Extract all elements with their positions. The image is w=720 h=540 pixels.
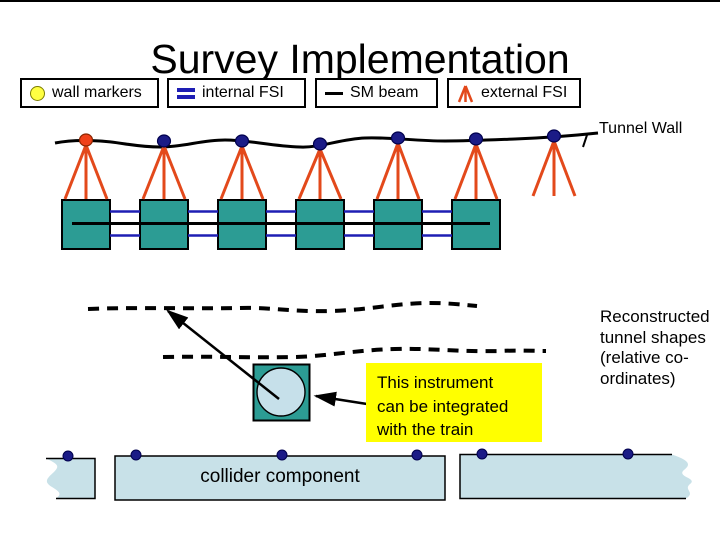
legend-internal-fsi: internal FSI	[167, 78, 306, 108]
collider-segment-right-border	[459, 453, 686, 500]
tunnel-wall-tick	[582, 134, 588, 148]
collider-segment-left-fill	[46, 458, 95, 499]
tunnel-wall-line	[54, 131, 599, 149]
external-fsi-tripod-leg	[141, 145, 166, 200]
external-fsi-tripod-leg	[63, 144, 88, 200]
reconstructed-shape-upper	[87, 300, 478, 314]
collider-component-label: collider component	[200, 466, 360, 487]
external-fsi-tripod-leg	[219, 145, 244, 200]
collider-segment-middle	[114, 455, 446, 501]
legend-sm-beam: SM beam	[315, 78, 438, 108]
wall-marker	[312, 137, 328, 151]
collider-marker-dot	[622, 448, 634, 460]
external-fsi-tripod-leg	[240, 145, 265, 200]
external-fsi-tripod-leg	[396, 142, 421, 200]
external-fsi-tripod-leg	[474, 143, 499, 200]
arrow-instrument-to-shape	[166, 309, 280, 400]
page-title: Survey Implementation	[150, 36, 570, 82]
reconstructed-note: Reconstructed tunnel shapes (relative co…	[600, 307, 710, 389]
callout-line: can be integrated	[377, 396, 509, 416]
wall-marker	[390, 131, 406, 145]
external-fsi-tripod-leg	[552, 140, 577, 197]
legend-wall-markers: wall markers	[20, 78, 159, 108]
reconstructed-note-line: ordinates)	[600, 368, 676, 388]
reconstructed-shape-lower	[162, 346, 547, 360]
collider-segment-right-fill	[460, 454, 692, 499]
instrument-callout: This instrument can be integrated with t…	[366, 363, 542, 442]
wall-marker	[468, 132, 484, 146]
external-fsi-tripod-leg	[375, 142, 400, 200]
callout-line: This instrument	[377, 373, 494, 392]
collider-marker-dot	[411, 449, 423, 461]
external-fsi-tripod-leg	[318, 148, 343, 200]
integrated-instrument-lens	[256, 367, 306, 417]
legend-label: external FSI	[481, 84, 568, 101]
legend-label: SM beam	[350, 84, 419, 101]
reconstructed-note-line: (relative co-	[600, 348, 689, 367]
arrow-callout-to-instrument	[313, 391, 368, 407]
wall-marker	[234, 134, 250, 148]
external-fsi-tripod-leg	[162, 145, 187, 200]
external-fsi-tripod-leg	[297, 148, 322, 200]
wall-marker-red	[78, 133, 94, 147]
wall-marker	[156, 134, 172, 148]
wall-marker-icon	[30, 85, 45, 101]
sm-beam-icon	[325, 91, 343, 95]
tunnel-wall-label: Tunnel Wall	[599, 120, 683, 137]
external-fsi-tripod-leg	[84, 144, 109, 200]
internal-fsi-icon	[177, 87, 195, 99]
collider-marker-dot	[476, 448, 488, 460]
collider-marker-dot	[276, 449, 288, 461]
legend-label: internal FSI	[202, 84, 284, 101]
external-fsi-tripod-leg	[531, 140, 556, 197]
legend-external-fsi: external FSI	[447, 78, 581, 108]
legend-label: wall markers	[52, 84, 142, 101]
collider-marker-dot	[62, 450, 74, 462]
reconstructed-note-line: Reconstructed	[600, 307, 710, 326]
reconstructed-note-line: tunnel shapes	[600, 327, 706, 347]
external-fsi-icon	[457, 85, 474, 103]
callout-line: with the train	[377, 420, 474, 439]
top-border	[0, 0, 720, 2]
external-fsi-tripod-leg	[453, 143, 478, 200]
wall-marker	[546, 129, 562, 143]
collider-marker-dot	[130, 449, 142, 461]
